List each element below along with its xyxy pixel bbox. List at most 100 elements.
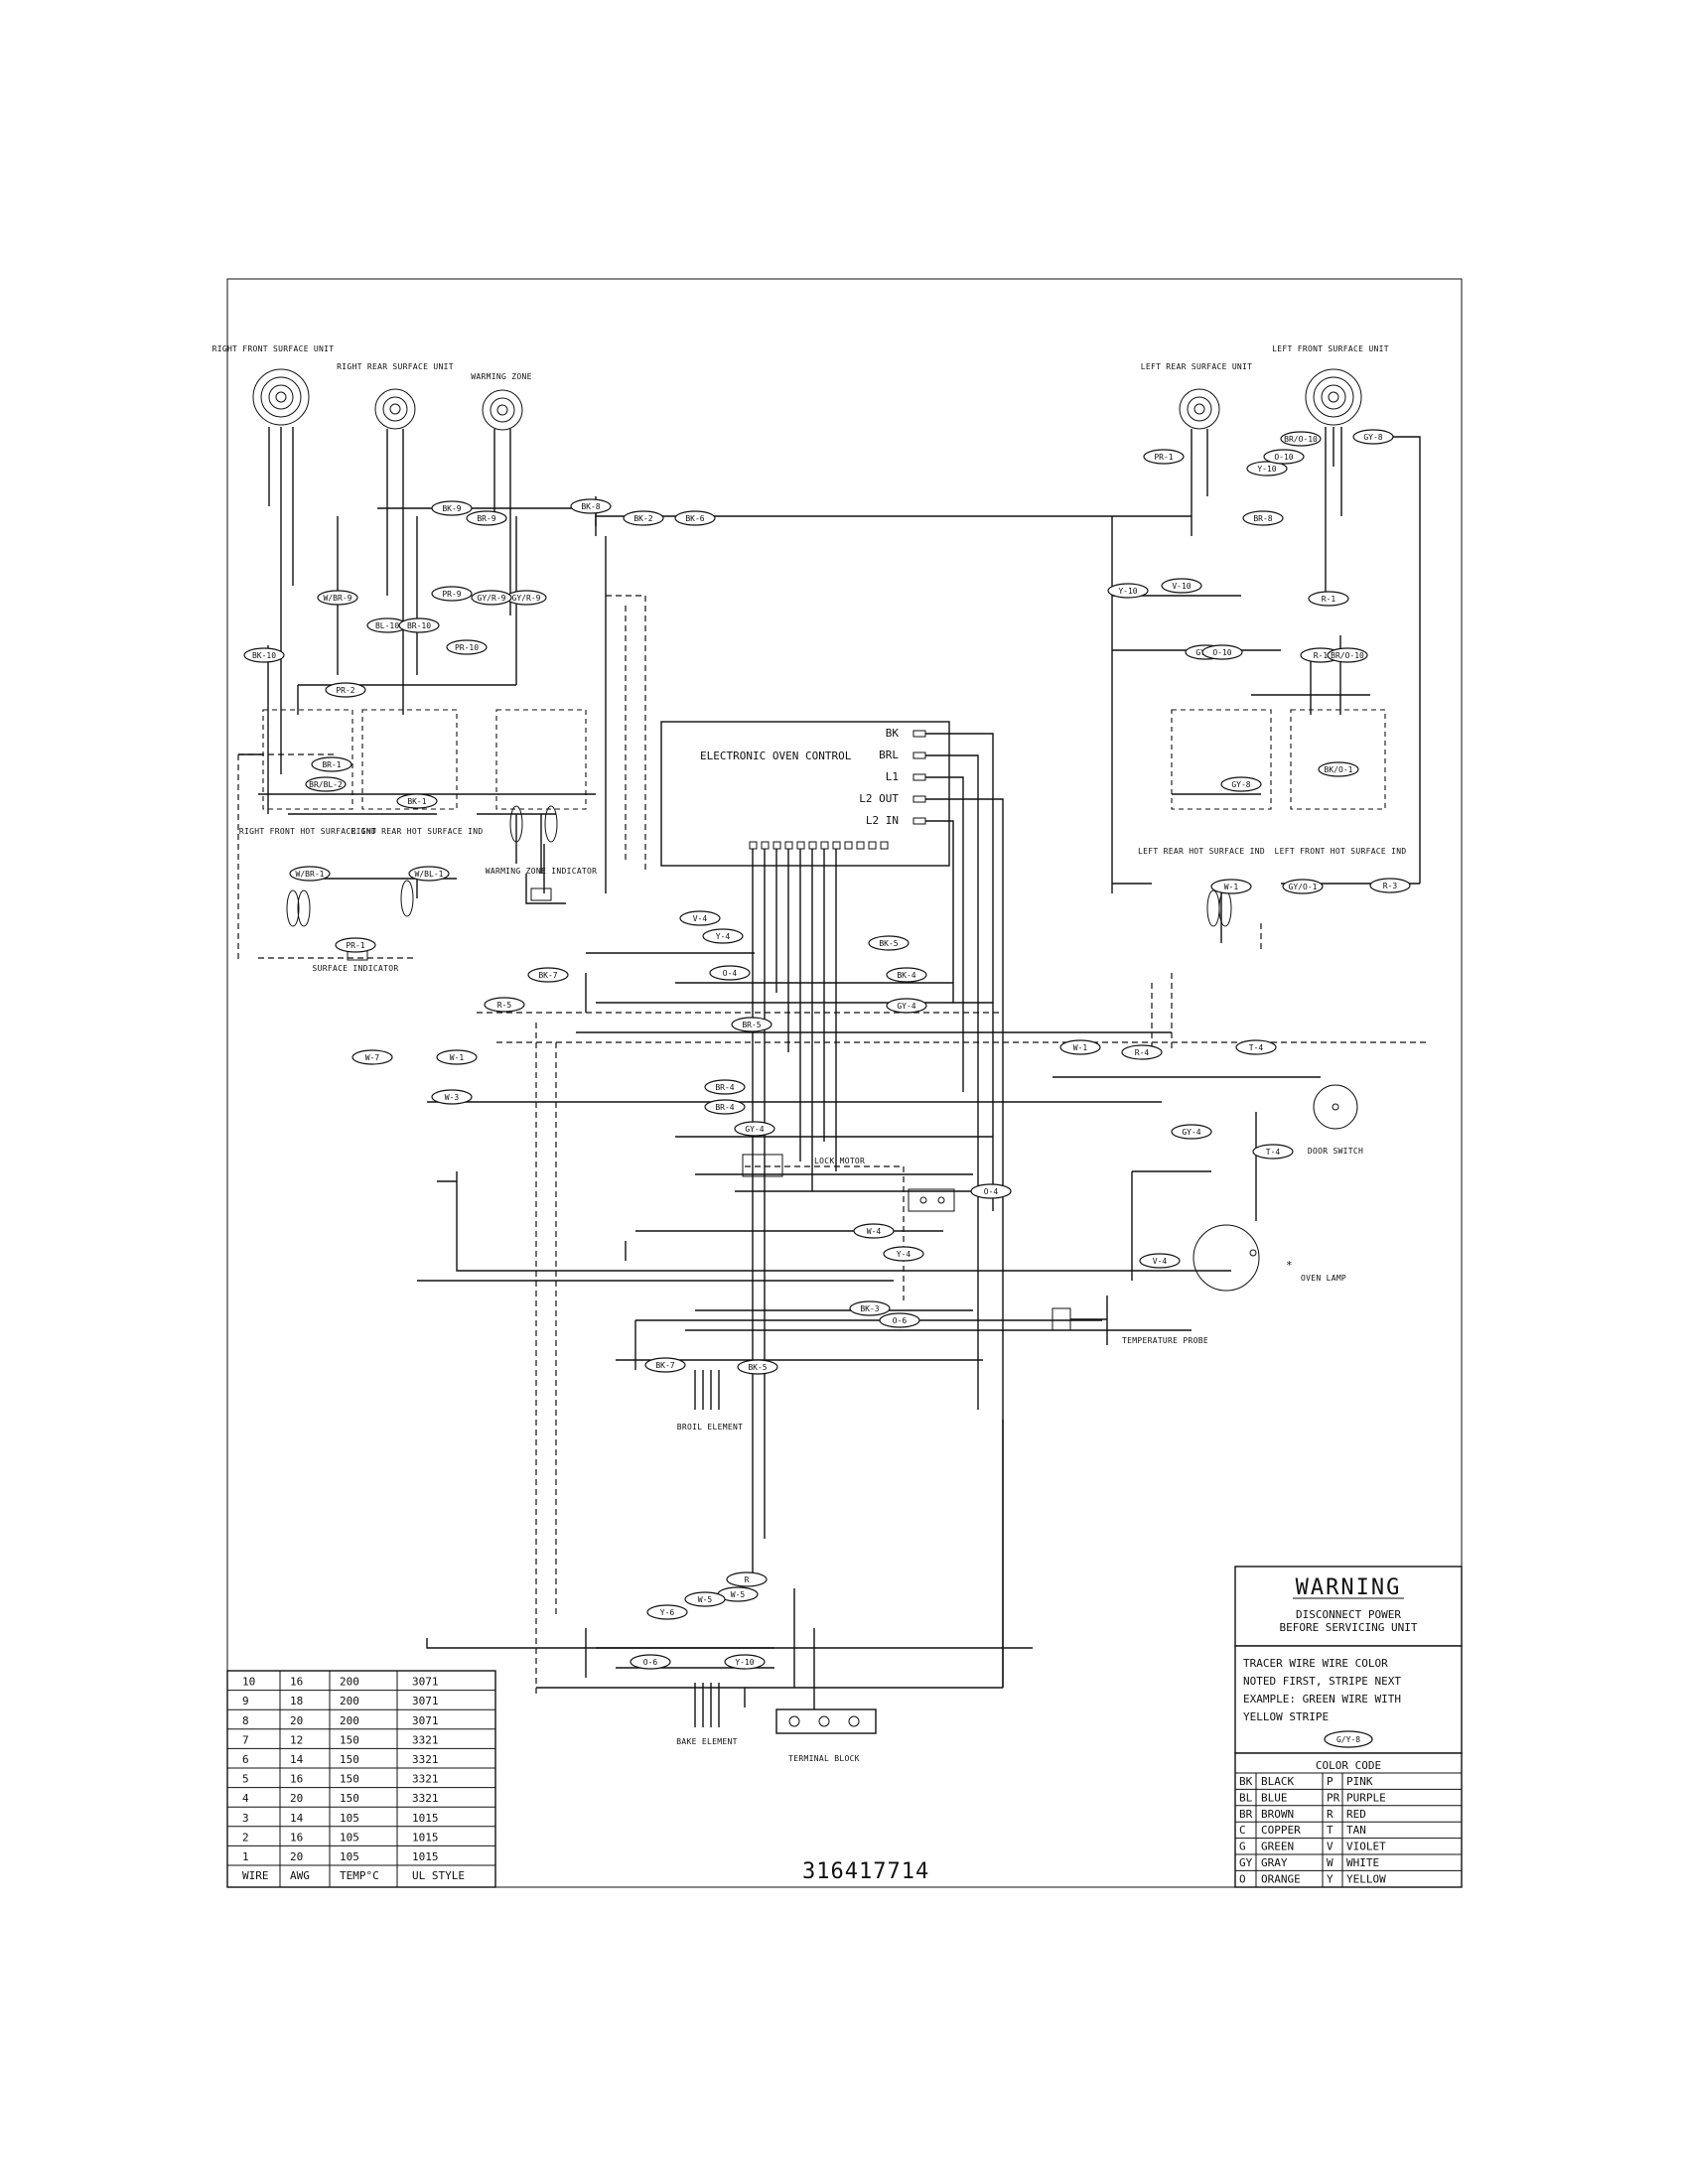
wire-tag: BR-10 <box>398 617 440 633</box>
wire-tag-oval <box>317 590 358 606</box>
wire-tag-oval <box>1308 591 1349 607</box>
wire-tag: BR/BL-2 <box>305 776 347 792</box>
wire-tag: GY-8 <box>1352 429 1394 445</box>
wires-right <box>1111 427 1421 953</box>
wire-table-cell: 2 <box>242 1831 249 1843</box>
wire-tag-oval <box>1318 761 1359 777</box>
color-code-cell: W <box>1327 1856 1333 1869</box>
right-front-surface-unit: RIGHT FRONT SURFACE UNIT <box>212 344 334 426</box>
wire-tag-oval <box>1327 647 1368 663</box>
wire-tag: W/BL-1 <box>408 866 450 882</box>
wire-tag: Y-10 <box>1246 461 1288 477</box>
color-code-cell: BLACK <box>1261 1775 1294 1788</box>
wire-tag-text: T-4 <box>1249 1043 1264 1052</box>
wire-table-cell: 3321 <box>412 1753 439 1766</box>
wire-table-cell: 3071 <box>412 1714 439 1727</box>
wire-tag-text: O-4 <box>984 1187 999 1196</box>
wire-table-header-temp: TEMP°C <box>340 1869 379 1882</box>
wire-table-cell: 10 <box>242 1676 255 1689</box>
wire-tag-text: BR-4 <box>715 1103 734 1112</box>
wire-tag-text: R-1 <box>1314 651 1329 660</box>
wire-tag: BR-5 <box>731 1017 772 1032</box>
wire-tag-text: V-4 <box>1153 1257 1168 1266</box>
color-code-cell: BK <box>1239 1775 1253 1788</box>
electronic-oven-control-label: ELECTRONIC OVEN CONTROL <box>700 750 852 762</box>
wire-tag-oval <box>1210 879 1252 894</box>
wire-tag-text: BK-7 <box>538 971 557 980</box>
wire-tag-text: W-1 <box>1224 883 1239 891</box>
color-code-cell: R <box>1327 1808 1333 1821</box>
tracer-note-3: EXAMPLE: GREEN WIRE WITH <box>1243 1693 1401 1706</box>
wire-tag-text: GY-8 <box>1231 780 1250 789</box>
terminal-block: TERMINAL BLOCK <box>775 1708 877 1763</box>
wire-tag: W-4 <box>853 1223 895 1239</box>
wire-tag-text: BK-5 <box>879 939 898 948</box>
wire-tag-text: BK-6 <box>685 514 704 523</box>
wire-table-cell: 18 <box>290 1695 303 1707</box>
wire-tag: GY/R-9 <box>471 590 512 606</box>
wire-tag: R <box>726 1571 768 1587</box>
wire-tag-oval <box>325 682 366 698</box>
wire-table-cell: 20 <box>290 1792 303 1805</box>
wire-table-cell: 16 <box>290 1831 303 1843</box>
wire-tag: GY-4 <box>1171 1124 1212 1140</box>
wire-tag-oval <box>879 1312 920 1328</box>
wire-tag-oval <box>1252 1144 1294 1160</box>
wire-tag: Y-10 <box>724 1654 766 1670</box>
lock-motor-label: LOCK MOTOR <box>814 1157 865 1165</box>
color-code-cell: PINK <box>1346 1775 1373 1788</box>
wire-tag-text: PR-1 <box>1154 453 1173 462</box>
wire-tag: BR-1 <box>311 756 352 772</box>
electronic-oven-control: ELECTRONIC OVEN CONTROL BK BRL L1 L2 OUT… <box>660 721 1004 1688</box>
warming-zone-indicator-label: WARMING ZONE INDICATOR <box>486 867 598 876</box>
wire-tag-text: BK-3 <box>860 1304 879 1313</box>
left-front-hot-surface-ind-label: LEFT FRONT HOT SURFACE IND <box>1274 847 1406 856</box>
wire-tag-text: Y-4 <box>716 932 731 941</box>
wire-tag-text: W-1 <box>450 1053 465 1062</box>
wire-tag-text: BK-2 <box>633 514 652 523</box>
wire-tag-oval <box>1201 644 1243 660</box>
control-terminal-l1: L1 <box>886 770 899 783</box>
door-switch-label: DOOR SWITCH <box>1308 1147 1363 1156</box>
color-code-cell: GRAY <box>1261 1856 1288 1869</box>
wire-tag-text: BR/BL-2 <box>309 780 343 789</box>
color-code-cell: YELLOW <box>1346 1872 1386 1885</box>
wire-tag-oval <box>726 1571 768 1587</box>
wire-tag: GY-4 <box>886 998 927 1014</box>
color-code-cell: ORANGE <box>1261 1872 1301 1885</box>
wire-tag-oval <box>527 967 569 983</box>
door-switch: DOOR SWITCH <box>1308 1084 1363 1156</box>
surface-indicator-label: SURFACE INDICATOR <box>313 964 399 973</box>
wire-tag-text: GY-4 <box>1182 1128 1200 1137</box>
wire-tag: O-6 <box>879 1312 920 1328</box>
wire-tag-oval <box>335 937 376 953</box>
tracer-note-2: NOTED FIRST, STRIPE NEXT <box>1243 1675 1401 1688</box>
wire-tag: W/BR-1 <box>289 866 331 882</box>
wire-tag-oval <box>646 1604 688 1620</box>
wire-tag: W-1 <box>436 1049 478 1065</box>
wire-table-cell: 1 <box>242 1850 249 1863</box>
left-rear-surface-unit: LEFT REAR SURFACE UNIT <box>1141 362 1252 430</box>
wire-table-header-ul-style: UL STYLE <box>412 1869 465 1882</box>
wire-table-header-awg: AWG <box>290 1869 310 1882</box>
terminal-block-label: TERMINAL BLOCK <box>788 1754 860 1763</box>
wire-tag-oval <box>1143 449 1185 465</box>
wire-tag-oval <box>886 998 927 1014</box>
wire-tag-text: BK-10 <box>252 651 276 660</box>
wire-tag: BR-9 <box>466 510 507 526</box>
wire-tag-oval <box>398 617 440 633</box>
wire-tag: PR-1 <box>1143 449 1185 465</box>
warning-line-1: DISCONNECT POWER <box>1296 1608 1401 1621</box>
wire-tag: PR-10 <box>446 639 488 655</box>
wire-tag: BR-8 <box>1242 510 1284 526</box>
wire-tag-oval <box>351 1049 393 1065</box>
wire-tag-text: BK-9 <box>442 504 461 513</box>
